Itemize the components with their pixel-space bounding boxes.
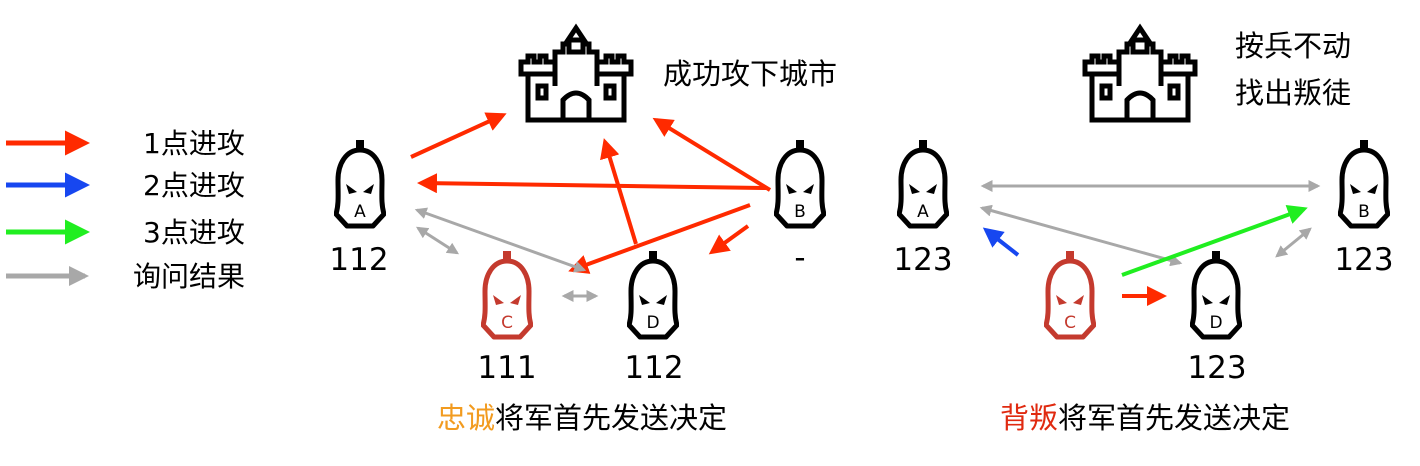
general-d: D 123 xyxy=(1187,251,1247,386)
arrow-d-to-castle xyxy=(600,138,638,245)
general-value: 112 xyxy=(624,350,683,386)
arrow-b-to-d xyxy=(708,224,750,255)
arrow-b-to-castle xyxy=(652,117,772,192)
general-d: D 112 xyxy=(624,251,684,386)
query-a-d xyxy=(414,207,587,273)
arrow-b-to-c xyxy=(568,203,751,274)
caption-highlight: 忠诚 xyxy=(437,401,495,435)
general-value: - xyxy=(794,240,805,276)
general-a: A 112 xyxy=(329,140,389,278)
general-b: B - xyxy=(776,140,824,276)
arrow-c-to-b xyxy=(1121,205,1308,277)
general-value: 112 xyxy=(329,242,388,278)
legend-item-query: 询问结果 xyxy=(6,260,245,293)
general-letter: A xyxy=(917,202,929,222)
legend-label: 1点进攻 xyxy=(143,127,245,160)
general-value: 111 xyxy=(477,350,536,386)
general-letter: B xyxy=(1358,202,1370,222)
castle-caption: 成功攻下城市 xyxy=(663,57,837,91)
query-a-c xyxy=(415,226,460,255)
query-d-b xyxy=(1275,227,1312,258)
general-value: 123 xyxy=(1187,350,1246,386)
legend-label: 询问结果 xyxy=(133,260,245,293)
general-letter: D xyxy=(1209,313,1222,333)
castle-caption-line1: 按兵不动 xyxy=(1235,29,1351,63)
general-b: B 123 xyxy=(1334,140,1394,278)
arrow-a-to-castle xyxy=(410,112,507,159)
castle-caption-line2: 找出叛徒 xyxy=(1235,76,1351,110)
legend-item-attack-2: 2点进攻 xyxy=(6,169,245,202)
caption-highlight: 背叛 xyxy=(1000,401,1058,435)
castle-icon xyxy=(521,28,631,120)
general-value: 123 xyxy=(893,242,952,278)
general-letter: A xyxy=(354,202,366,222)
general-value: 123 xyxy=(1334,242,1393,278)
caption-rest: 将军首先发送决定 xyxy=(1058,401,1290,435)
right-caption: 背叛将军首先发送决定 xyxy=(1000,401,1290,435)
right-panel: 按兵不动 找出叛徒 A 123 B 123 C D 123 xyxy=(893,28,1394,435)
general-c-traitor: C xyxy=(1046,251,1094,337)
right-arrows xyxy=(979,180,1321,306)
arrow-c-to-a xyxy=(982,227,1020,257)
general-letter: D xyxy=(646,313,659,333)
general-letter: B xyxy=(794,202,806,222)
general-a: A 123 xyxy=(893,140,953,278)
left-arrows xyxy=(410,112,772,302)
caption-rest: 将军首先发送决定 xyxy=(495,401,727,435)
legend-item-attack-1: 1点进攻 xyxy=(6,127,245,160)
legend-item-attack-3: 3点进攻 xyxy=(6,216,245,249)
general-letter: C xyxy=(501,313,513,333)
general-letter: C xyxy=(1064,313,1076,333)
general-c-traitor: C 111 xyxy=(477,251,537,386)
arrow-b-to-a xyxy=(417,173,767,194)
castle-icon xyxy=(1085,28,1195,120)
legend-label: 2点进攻 xyxy=(143,169,245,202)
query-a-d xyxy=(979,204,1183,267)
legend-label: 3点进攻 xyxy=(143,216,245,249)
legend: 1点进攻 2点进攻 3点进攻 询问结果 xyxy=(6,127,245,293)
left-panel: 成功攻下城市 A 112 B - C 111 xyxy=(329,28,837,435)
left-caption: 忠诚将军首先发送决定 xyxy=(437,401,727,435)
